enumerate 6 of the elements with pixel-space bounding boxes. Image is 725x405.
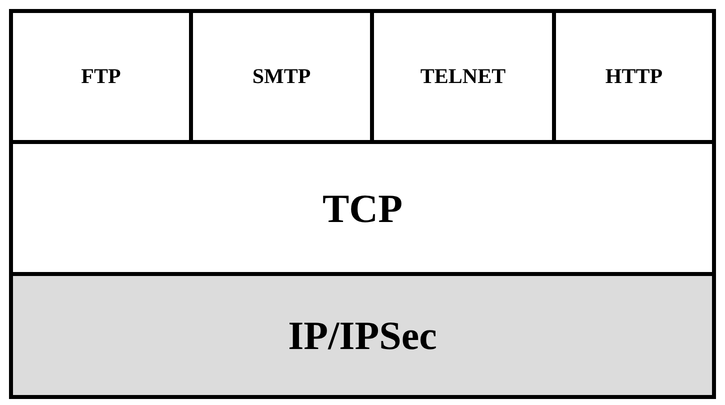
layer-label: SMTP [252, 64, 311, 89]
layer-label: IP/IPSec [288, 312, 437, 359]
layer-label: TELNET [420, 64, 506, 89]
layer-label: TCP [322, 184, 402, 232]
layer-label: FTP [81, 64, 121, 89]
layer-label: HTTP [605, 64, 663, 89]
